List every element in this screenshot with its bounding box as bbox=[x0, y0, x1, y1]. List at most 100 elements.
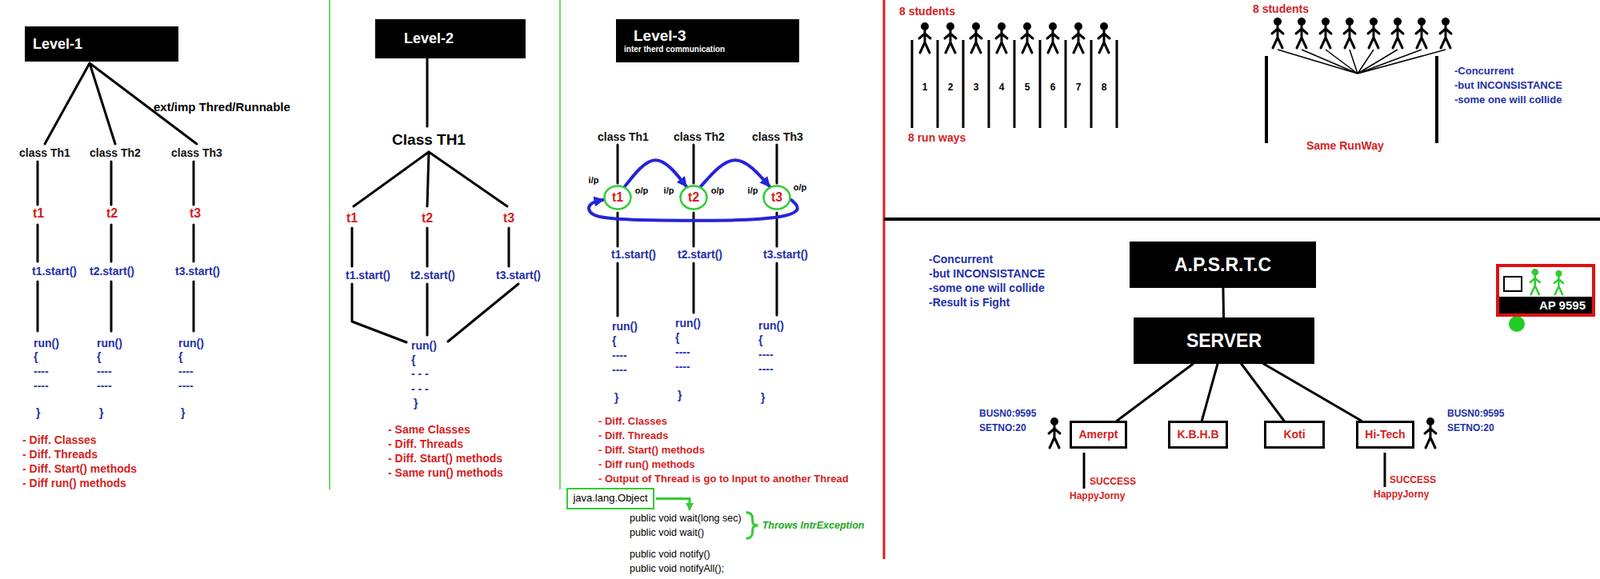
code-line: } bbox=[36, 406, 40, 420]
code-line: { bbox=[33, 350, 38, 364]
code-line: ---- bbox=[675, 360, 691, 373]
shared-runway bbox=[1266, 49, 1446, 144]
student-figure bbox=[970, 22, 982, 53]
code-line: t3.start() bbox=[175, 264, 220, 278]
code-line: { bbox=[96, 350, 101, 364]
code-line: t3.start() bbox=[496, 268, 541, 282]
note-text: 8 students bbox=[1252, 2, 1309, 16]
class-name: class Th3 bbox=[171, 146, 223, 160]
code-line: ---- bbox=[758, 362, 774, 376]
data-flow-arrow bbox=[700, 160, 770, 187]
note-text: - Diff. Threads bbox=[598, 430, 668, 443]
student-figure bbox=[1098, 22, 1110, 53]
box-label: AP 9595 bbox=[1499, 296, 1592, 314]
io-label: i/p bbox=[748, 185, 759, 196]
circle-outline bbox=[604, 186, 632, 210]
circle-outline bbox=[764, 186, 791, 210]
student-figure bbox=[1021, 22, 1033, 53]
depot-box: Amerpt bbox=[1069, 420, 1128, 449]
note-text: - Diff. Start() methods bbox=[598, 444, 705, 457]
code-line: ---- bbox=[178, 379, 194, 392]
ticket-info: SETNO:20 bbox=[979, 423, 1027, 435]
lane-number: 1 bbox=[922, 82, 928, 94]
box-label: Level-3 bbox=[633, 27, 686, 45]
lane-number: 2 bbox=[948, 82, 954, 94]
note-text: - Diff run() methods bbox=[22, 476, 127, 490]
thread-name: t2 bbox=[421, 211, 433, 226]
code-line: } bbox=[413, 396, 418, 410]
network-line bbox=[1116, 364, 1193, 421]
thread-name: t3 bbox=[189, 206, 201, 221]
code-line: } bbox=[760, 391, 765, 404]
level-banner: Level-2 bbox=[375, 19, 526, 59]
code-line: t2.start() bbox=[89, 264, 135, 278]
code-line: -but INCONSISTANCE bbox=[928, 267, 1045, 280]
code-line: ---- bbox=[675, 345, 691, 359]
student-figure bbox=[919, 22, 931, 53]
lane-number: 5 bbox=[1024, 82, 1031, 94]
note-text: - Diff. Start() methods bbox=[388, 452, 503, 465]
class-name: class Th2 bbox=[89, 146, 141, 160]
annotation: ext/imp Thred/Runnable bbox=[153, 100, 291, 114]
lane-number: 4 bbox=[999, 82, 1005, 94]
note-text: - Output of Thread is go to Input to ano… bbox=[598, 473, 849, 486]
thread-name: t1 bbox=[32, 206, 44, 221]
class-name: class Th1 bbox=[597, 130, 649, 144]
note-text: -Concurrent bbox=[1454, 65, 1514, 78]
bus-drawing bbox=[1504, 276, 1522, 292]
box-label: java.lang.Object bbox=[572, 492, 648, 505]
code-line: -Result is Fight bbox=[928, 296, 1010, 309]
class-box: java.lang.Object bbox=[566, 488, 655, 510]
class-name: class Th2 bbox=[673, 130, 725, 144]
code-line: ---- bbox=[33, 379, 49, 392]
lane-number: 3 bbox=[973, 82, 980, 94]
runway-line bbox=[1013, 40, 1016, 128]
level-banner: Level-1 bbox=[24, 26, 179, 62]
box-label: Koti bbox=[1283, 428, 1305, 441]
thread-name: t2 bbox=[106, 206, 118, 221]
panel-divider bbox=[883, 0, 886, 560]
ticket-info: SETNO:20 bbox=[1447, 423, 1495, 435]
note-text: - Same run() methods bbox=[388, 466, 504, 480]
bus-drawing bbox=[1530, 268, 1540, 295]
code-line: - - - bbox=[411, 367, 429, 380]
box-label: t2 bbox=[688, 190, 700, 205]
tree-line bbox=[353, 58, 508, 207]
io-label: i/p bbox=[664, 185, 675, 196]
code-line: { bbox=[411, 353, 416, 367]
pointer-arrow bbox=[656, 499, 690, 511]
lane-number: 6 bbox=[1050, 82, 1056, 94]
runway-line bbox=[912, 40, 1117, 128]
method-signature: public void notifyAll(); bbox=[629, 563, 724, 575]
server-box: A.P.S.R.T.C bbox=[1129, 241, 1316, 288]
code-line: { bbox=[178, 350, 183, 364]
tree-line bbox=[37, 58, 777, 343]
note-text: -some one will collide bbox=[1454, 94, 1562, 107]
student-figure bbox=[1320, 17, 1332, 48]
panel-divider bbox=[328, 0, 331, 490]
ticket-info: BUSN0:9595 bbox=[979, 408, 1036, 420]
ticket-info: BUSN0:9595 bbox=[1447, 408, 1504, 420]
depot-box: Koti bbox=[1264, 420, 1325, 449]
note-text: - Diff. Threads bbox=[388, 437, 464, 451]
tree-line bbox=[110, 161, 113, 332]
lane-number: 7 bbox=[1076, 82, 1082, 94]
panel-divider bbox=[884, 217, 1600, 221]
method-signature: public void wait(long sec) bbox=[629, 512, 742, 524]
thread-circle: t1 bbox=[603, 184, 632, 211]
bus-drawing bbox=[1554, 270, 1564, 295]
box-label: t1 bbox=[612, 190, 624, 205]
thread-name: t1 bbox=[346, 211, 358, 226]
student-figure bbox=[1416, 17, 1428, 48]
tree-line bbox=[617, 144, 777, 184]
student-figure bbox=[1368, 17, 1380, 48]
student-figure bbox=[1072, 22, 1084, 53]
method-signature: public void wait() bbox=[629, 527, 704, 539]
tree-line bbox=[352, 284, 519, 343]
shared-runway bbox=[1277, 49, 1446, 74]
level-banner: Level-3inter therd communication bbox=[616, 19, 800, 63]
panel-divider bbox=[329, 0, 1600, 560]
student-figure bbox=[1392, 17, 1404, 48]
code-line: - - - bbox=[411, 382, 429, 396]
